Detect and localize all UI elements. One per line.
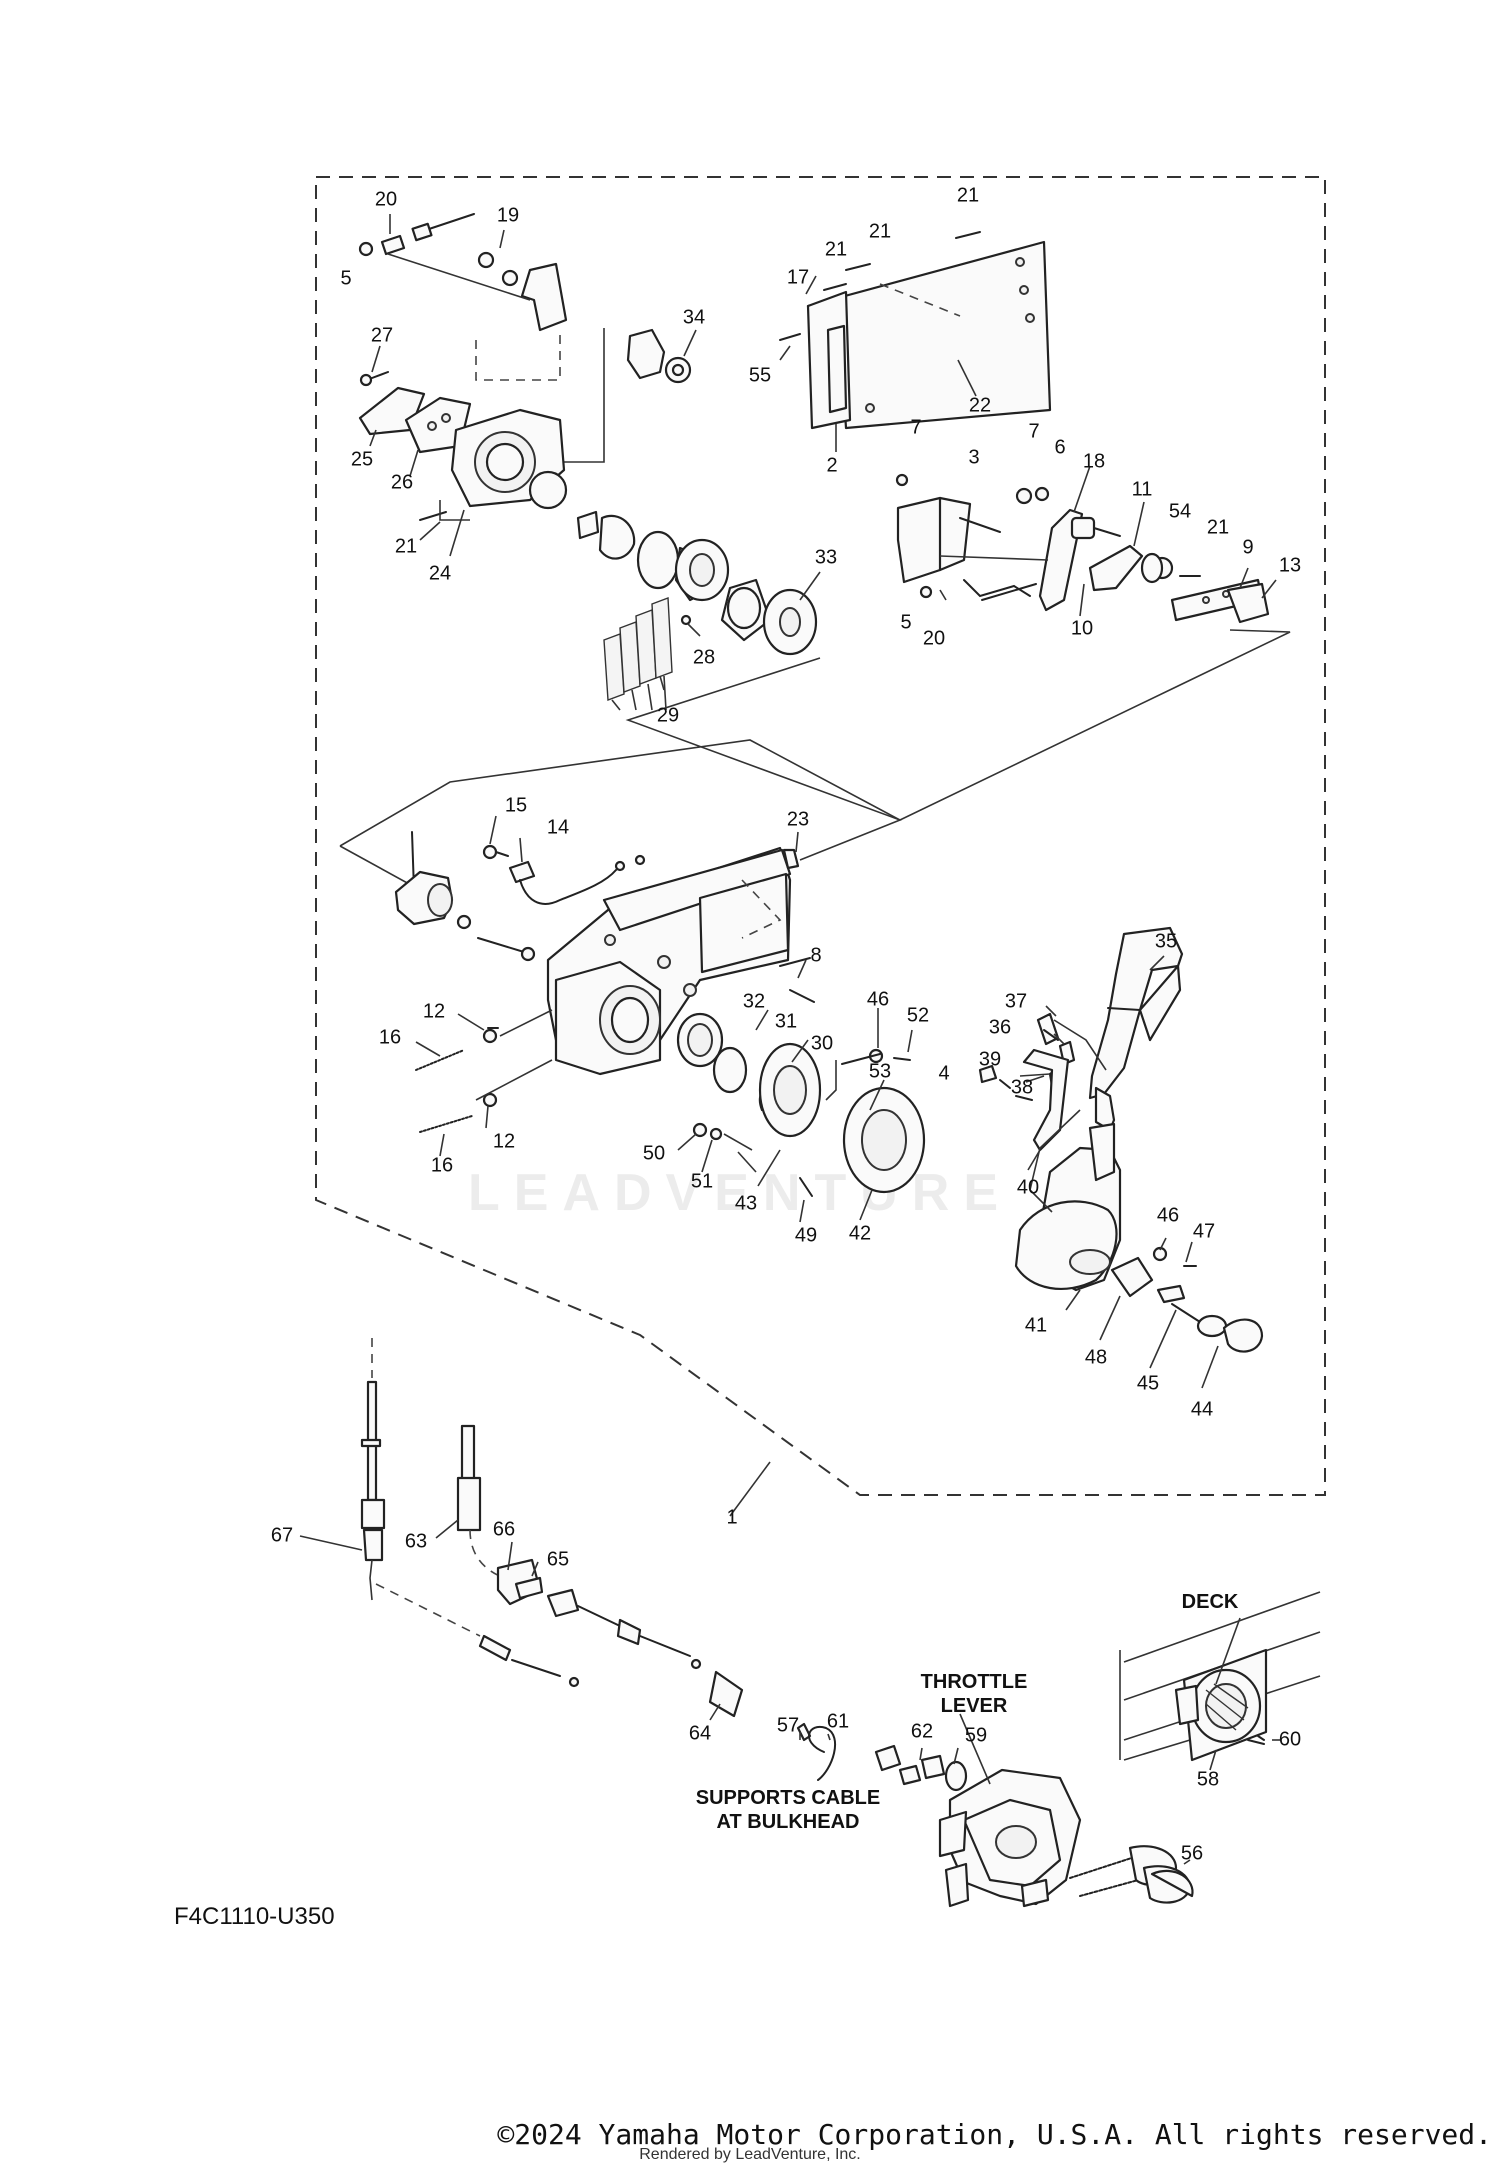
part-number: 12: [493, 1130, 515, 1152]
part-number: 64: [689, 1722, 711, 1744]
part-number: 34: [683, 306, 705, 328]
part-number: 23: [787, 808, 809, 830]
control-cables: [360, 1338, 744, 1718]
part-number: 22: [969, 394, 991, 416]
shim-stack: [603, 597, 673, 701]
part-number: 56: [1181, 1842, 1203, 1864]
part-number: 18: [1083, 450, 1105, 472]
part-number: 63: [405, 1530, 427, 1552]
leader-lines: [299, 214, 1280, 1865]
part-number: 39: [979, 1048, 1001, 1070]
part-number: 62: [911, 1720, 933, 1742]
part-number: 12: [423, 1000, 445, 1022]
copyright-notice: ©2024 Yamaha Motor Corporation, U.S.A. A…: [497, 2118, 1492, 2151]
part-number: 45: [1137, 1372, 1159, 1394]
part-number: 31: [775, 1010, 797, 1032]
part-number: 48: [1085, 1346, 1107, 1368]
part-number: 21: [957, 184, 979, 206]
part-number: 43: [735, 1192, 757, 1214]
part-number: 66: [493, 1518, 515, 1540]
part-number: 16: [431, 1154, 453, 1176]
part-number: 51: [691, 1170, 713, 1192]
part-number: 21: [825, 238, 847, 260]
part-number: 52: [907, 1004, 929, 1026]
part-number: 37: [1005, 990, 1027, 1012]
part-number: 2: [826, 454, 837, 476]
part-number: 54: [1169, 500, 1191, 522]
part-number: 6: [1054, 436, 1065, 458]
control-housing-parts: [339, 739, 926, 1197]
part-number: 9: [1242, 536, 1253, 558]
part-number: 49: [795, 1224, 817, 1246]
part-number: 7: [910, 416, 921, 438]
part-number: 35: [1155, 930, 1177, 952]
part-number: 65: [547, 1548, 569, 1570]
throttle-lever-callout: THROTTLE: [921, 1671, 1028, 1693]
part-number: 58: [1197, 1768, 1219, 1790]
part-number: 21: [1207, 516, 1229, 538]
part-number: 36: [989, 1016, 1011, 1038]
rendered-by-credit: Rendered by LeadVenture, Inc.: [639, 2146, 861, 2163]
part-number: 53: [869, 1060, 891, 1082]
part-number: 47: [1193, 1220, 1215, 1242]
part-number: 60: [1279, 1728, 1301, 1750]
diagram-code: F4C1110-U350: [174, 1903, 335, 1930]
part-number: 3: [968, 446, 979, 468]
part-number: 26: [391, 471, 413, 493]
part-number: 4: [938, 1062, 949, 1084]
part-number: 1: [726, 1506, 737, 1528]
part-number: 17: [787, 266, 809, 288]
installation-parts: [796, 1591, 1321, 1908]
part-number: 38: [1011, 1076, 1033, 1098]
part-number: 57: [777, 1714, 799, 1736]
upper-right-parts: [625, 231, 1291, 821]
part-number: 21: [395, 535, 417, 557]
part-number: 15: [505, 794, 527, 816]
part-number: 27: [371, 324, 393, 346]
part-number: 5: [900, 611, 911, 633]
part-number: 32: [743, 990, 765, 1012]
part-number: 61: [827, 1710, 849, 1732]
part-number: 29: [657, 704, 679, 726]
part-number: 25: [351, 448, 373, 470]
part-number: 59: [965, 1724, 987, 1746]
part-number: 13: [1279, 554, 1301, 576]
supports-cable-callout: SUPPORTS CABLE: [696, 1787, 880, 1809]
part-number: 46: [867, 988, 889, 1010]
part-number: 33: [815, 546, 837, 568]
part-number: 16: [379, 1026, 401, 1048]
part-number: 10: [1071, 617, 1093, 639]
part-number: 40: [1017, 1176, 1039, 1198]
part-number-labels: 20 19 5 34 27 25 26 21 24 21 21 21 17 55…: [271, 184, 1301, 1864]
part-number: 7: [1028, 420, 1039, 442]
part-number: 20: [375, 188, 397, 210]
text-callouts: DECK THROTTLE LEVER SUPPORTS CABLE AT BU…: [696, 1591, 1239, 1833]
part-number: 67: [271, 1524, 293, 1546]
part-number: 30: [811, 1032, 833, 1054]
part-number: 42: [849, 1222, 871, 1244]
part-number: 55: [749, 364, 771, 386]
part-number: 46: [1157, 1204, 1179, 1226]
assembly-boundary: [315, 176, 1326, 1496]
upper-left-parts: [358, 213, 818, 711]
deck-callout: DECK: [1182, 1591, 1239, 1613]
part-number: 14: [547, 816, 569, 838]
throttle-lever-callout: LEVER: [941, 1695, 1008, 1717]
supports-cable-callout: AT BULKHEAD: [717, 1811, 860, 1833]
part-number: 20: [923, 627, 945, 649]
part-number: 24: [429, 562, 451, 584]
part-number: 11: [1132, 478, 1153, 500]
part-number: 41: [1025, 1314, 1047, 1336]
part-number: 28: [693, 646, 715, 668]
part-number: 50: [643, 1142, 665, 1164]
part-number: 21: [869, 220, 891, 242]
throttle-lever-parts: [978, 926, 1264, 1353]
part-number: 8: [810, 944, 821, 966]
deck-illustration: [1119, 1591, 1321, 1762]
part-number: 44: [1191, 1398, 1213, 1420]
part-number: 19: [497, 204, 519, 226]
part-number: 5: [340, 267, 351, 289]
